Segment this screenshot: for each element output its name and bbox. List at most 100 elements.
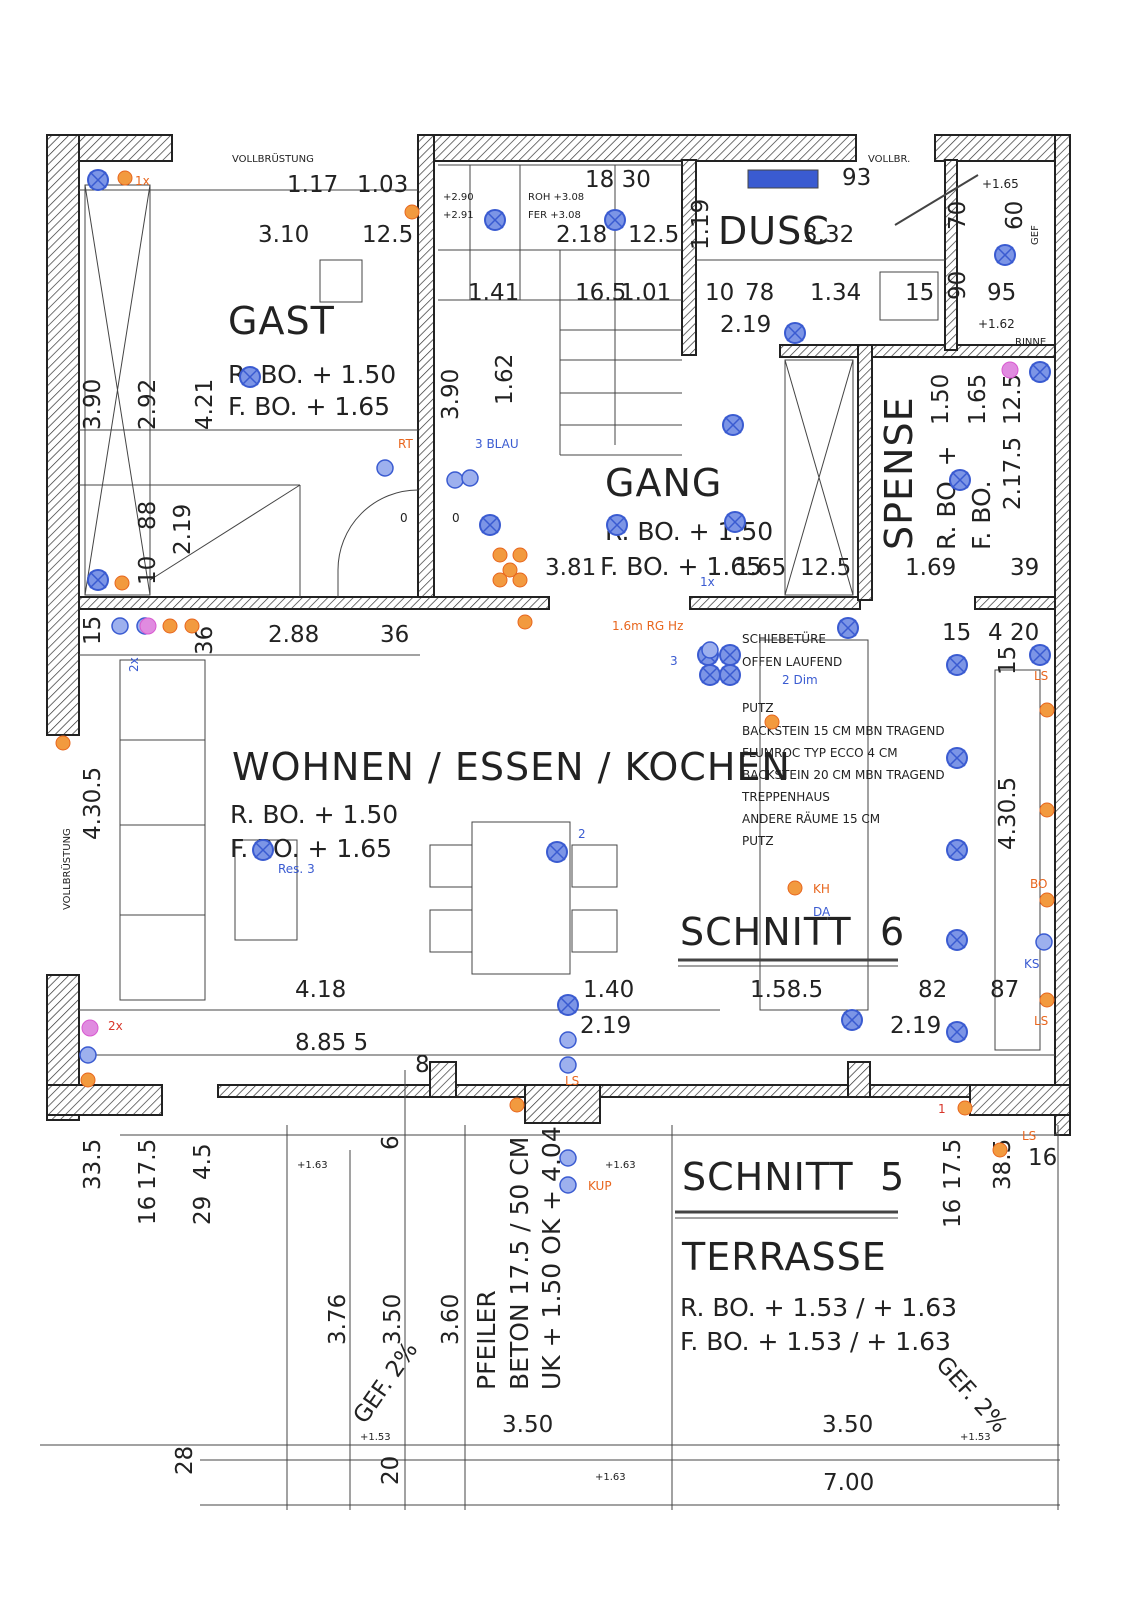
dim-label: RINNE <box>1015 337 1046 348</box>
annotation: RT <box>398 437 413 451</box>
outlet-icon <box>957 1100 973 1116</box>
annotation: BO <box>1030 877 1047 891</box>
light-cross-mark <box>839 619 857 637</box>
light-cross-mark <box>89 171 107 189</box>
legend-line-1: SCHIEBETÜRE <box>742 630 826 646</box>
dim-label: GEF. 2% <box>931 1352 1013 1439</box>
dim-label: 12.5 <box>1000 374 1026 425</box>
light-cross-mark <box>548 843 566 861</box>
room-gang-name: GANG <box>605 461 722 505</box>
network-outlet-icon <box>81 1019 99 1037</box>
socket-icon <box>446 471 464 489</box>
dim-label: 16.5 <box>575 280 626 306</box>
dim-label: +1.62 <box>978 317 1015 331</box>
outlet-icon <box>1039 892 1055 908</box>
dim-label: 70 <box>945 201 971 230</box>
socket-icon <box>559 1176 577 1194</box>
dim-label: 4.5 <box>190 1143 216 1180</box>
room-labels: GAST R. BO. + 1.50 F. BO. + 1.65 GANG R.… <box>60 209 996 1390</box>
pfeiler-label-2: BETON 17.5 / 50 CM <box>505 1137 534 1390</box>
annotation: GEF <box>1030 225 1041 245</box>
annotation: KH <box>813 882 830 896</box>
light-cross-mark <box>1031 646 1049 664</box>
dim-label: +1.63 <box>605 1160 636 1171</box>
dim-label: ROH +3.08 <box>528 192 584 203</box>
annotations: 1x 2x 2x RT 3 BLAU 2 Dim LS LS LS LS KH … <box>108 174 1048 1193</box>
dim-label: 60 <box>1002 201 1028 230</box>
pfeiler-label-3: UK + 1.50 OK + 4.04 <box>537 1126 566 1390</box>
wall-legend: SCHIEBETÜRE OFFEN LAUFEND PUTZ BACKSTEIN… <box>741 630 945 848</box>
dim-label: 2.88 <box>268 622 319 648</box>
socket-icon <box>701 641 719 659</box>
light-cross-mark <box>486 211 504 229</box>
room-terrasse-name: TERRASSE <box>681 1235 887 1279</box>
outlet-icon <box>512 547 528 563</box>
legend-line-2: OFFEN LAUFEND <box>742 655 842 669</box>
annotation: 1 <box>938 1102 946 1116</box>
outlet-icon <box>992 1142 1008 1158</box>
dim-label: 3.50 <box>822 1412 873 1438</box>
light-cross-mark <box>843 1011 861 1029</box>
legend-line-8: ANDERE RÄUME 15 CM <box>742 811 880 826</box>
socket-icon <box>559 1031 577 1049</box>
legend-line-6: BACKSTEIN 20 CM MBN TRAGEND <box>742 768 945 782</box>
outlet-icon <box>492 572 508 588</box>
legend-line-5: FLUMROC TYP ECCO 4 CM <box>742 746 898 760</box>
network-outlet-icon <box>139 617 157 635</box>
room-terrasse-fbo: F. BO. + 1.53 / + 1.63 <box>680 1327 951 1356</box>
legend-line-4: BACKSTEIN 15 CM MBN TRAGEND <box>742 724 945 738</box>
dim-label: VOLLBR. <box>868 154 910 165</box>
dim-label: 82 <box>918 977 947 1003</box>
room-gang-fbo: F. BO. + 1.65 <box>600 552 762 581</box>
socket-icon <box>559 1056 577 1074</box>
room-wohnen-name: WOHNEN / ESSEN / KOCHEN <box>232 745 791 789</box>
dim-label: 15 <box>905 280 934 306</box>
dim-label: 1.03 <box>357 172 408 198</box>
dim-label: 1.41 <box>468 280 519 306</box>
dim-label: 1.69 <box>905 555 956 581</box>
pfeiler-label-1: PFEILER <box>472 1290 501 1390</box>
dim-label: 15 <box>995 646 1021 675</box>
annotation: 2 Dim <box>782 673 818 687</box>
light-cross-mark <box>951 471 969 489</box>
dim-label: 78 <box>745 280 774 306</box>
light-cross-mark <box>724 416 742 434</box>
dim-label: 1.01 <box>620 280 671 306</box>
dim-label: 87 <box>990 977 1019 1003</box>
network-outlet-icon <box>1001 361 1019 379</box>
dim-label: 16 <box>135 1196 161 1225</box>
dim-label: 4.30.5 <box>80 767 106 840</box>
dim-label: 2.19 <box>890 1013 941 1039</box>
dim-label: 1.17 <box>287 172 338 198</box>
electrical-symbols <box>55 169 1055 1194</box>
light-cross-mark <box>786 324 804 342</box>
section-label-5: SCHNITT <box>682 1155 854 1199</box>
light-cross-mark <box>948 749 966 767</box>
light-cross-mark <box>608 516 626 534</box>
annotation: LS <box>1022 1129 1036 1143</box>
dim-label: 12.5 <box>362 222 413 248</box>
dim-label: 39 <box>1010 555 1039 581</box>
dim-label: 36 <box>380 622 409 648</box>
light-cross-mark <box>726 513 744 531</box>
annotation: KUP <box>588 1179 612 1193</box>
socket-icon <box>461 469 479 487</box>
annotation: 2x <box>127 657 141 672</box>
socket-icon <box>79 1046 97 1064</box>
dim-label: 4.21 <box>192 379 218 430</box>
annotation: LS <box>1034 1014 1048 1028</box>
dim-label: 3.50 <box>502 1412 553 1438</box>
socket-icon <box>559 1149 577 1167</box>
room-gast-fbo: F. BO. + 1.65 <box>228 392 390 421</box>
dim-label: 16 <box>1028 1145 1057 1171</box>
outlet-icon <box>1039 802 1055 818</box>
dim-label: 4.30.5 <box>995 777 1021 850</box>
dim-label: 6 <box>378 1135 404 1150</box>
light-cross-mark <box>721 666 739 684</box>
dim-label: 3.10 <box>258 222 309 248</box>
outlet-icon <box>1039 702 1055 718</box>
annotation: 2x <box>108 1019 123 1033</box>
light-cross-mark <box>721 646 739 664</box>
annotation: 3 BLAU <box>475 437 519 451</box>
